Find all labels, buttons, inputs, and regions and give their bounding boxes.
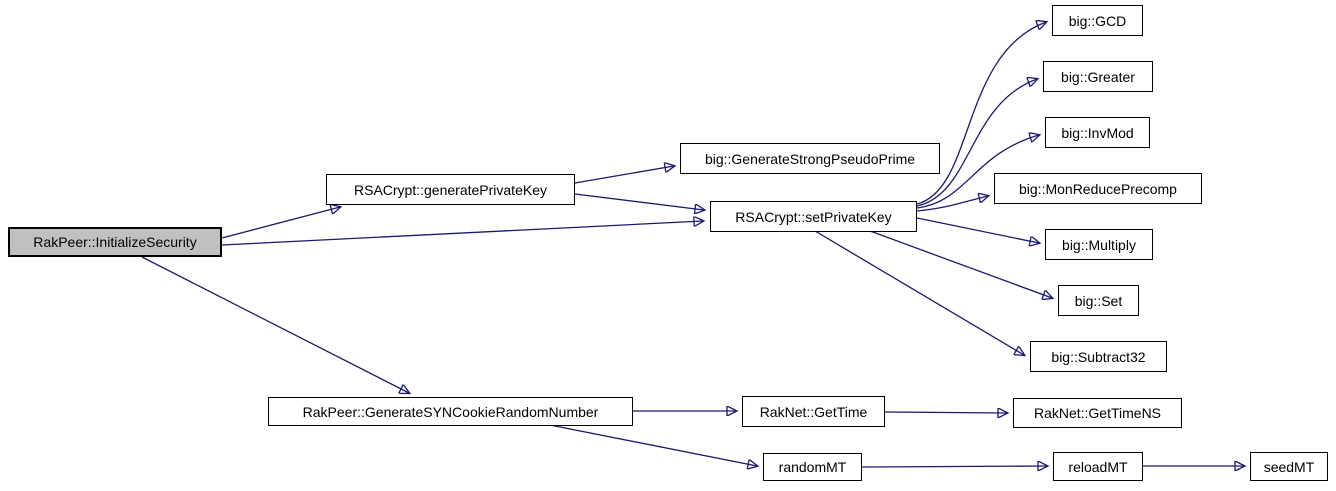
node-label: RakPeer::InitializeSecurity xyxy=(33,234,197,250)
node-big-set[interactable]: big::Set xyxy=(1058,285,1139,316)
node-raknet-gettimens[interactable]: RakNet::GetTimeNS xyxy=(1013,398,1182,428)
node-raknet-gettime[interactable]: RakNet::GetTime xyxy=(742,396,885,427)
edge-generateprivatekey-pseudoprime xyxy=(574,166,674,184)
node-label: big::Multiply xyxy=(1062,236,1136,253)
node-label: RSACrypt::setPrivateKey xyxy=(735,208,892,225)
node-label: reloadMT xyxy=(1068,458,1128,475)
edge-setprivatekey-subtract32 xyxy=(814,230,1024,355)
edge-setprivatekey-multiply xyxy=(916,217,1039,243)
node-reloadmt[interactable]: reloadMT xyxy=(1053,452,1143,481)
edge-gettime-gettimens xyxy=(884,412,1007,413)
node-big-multiply[interactable]: big::Multiply xyxy=(1045,229,1153,260)
node-label: big::Set xyxy=(1074,292,1123,309)
node-label: big::MonReducePrecomp xyxy=(1019,180,1177,197)
node-label: big::GCD xyxy=(1068,12,1127,29)
edge-setprivatekey-set xyxy=(869,230,1052,298)
edge-setprivatekey-gcd xyxy=(916,22,1046,205)
edge-initializesecurity-generateprivatekey xyxy=(221,207,340,239)
node-label: seedMT xyxy=(1263,458,1315,475)
node-randommt[interactable]: randomMT xyxy=(763,453,862,481)
edge-generatesyncookie-randommt xyxy=(549,424,757,466)
node-big-greater[interactable]: big::Greater xyxy=(1043,61,1153,92)
node-label: big::InvMod xyxy=(1061,124,1134,141)
node-big-invmod[interactable]: big::InvMod xyxy=(1045,117,1150,148)
edge-generateprivatekey-setprivatekey xyxy=(574,193,704,210)
node-rakpeer-generatesyncookierandomnumber[interactable]: RakPeer::GenerateSYNCookieRandomNumber xyxy=(268,397,633,426)
node-big-generatestrongpseudoprime[interactable]: big::GenerateStrongPseudoPrime xyxy=(680,143,940,174)
edge-setprivatekey-greater xyxy=(916,79,1037,207)
edge-randommt-reloadmt xyxy=(861,466,1047,467)
node-big-subtract32[interactable]: big::Subtract32 xyxy=(1030,341,1167,372)
node-big-gcd[interactable]: big::GCD xyxy=(1052,5,1143,36)
node-label: big::GenerateStrongPseudoPrime xyxy=(704,150,916,167)
node-label: RSACrypt::generatePrivateKey xyxy=(354,181,547,198)
node-big-monreduceprecomp[interactable]: big::MonReducePrecomp xyxy=(994,173,1202,204)
node-label: randomMT xyxy=(778,459,847,475)
node-rsacrypt-generateprivatekey[interactable]: RSACrypt::generatePrivateKey xyxy=(326,174,575,205)
edge-initializesecurity-generatesyncookie xyxy=(141,256,409,393)
edge-initializesecurity-setprivatekey xyxy=(221,221,703,246)
node-rakpeer-initializesecurity: RakPeer::InitializeSecurity xyxy=(8,227,222,257)
node-rsacrypt-setprivatekey[interactable]: RSACrypt::setPrivateKey xyxy=(710,201,917,232)
node-label: big::Subtract32 xyxy=(1051,348,1146,365)
node-seedmt[interactable]: seedMT xyxy=(1250,452,1328,481)
edge-setprivatekey-monreduceprecomp xyxy=(916,196,988,212)
edge-setprivatekey-invmod xyxy=(916,135,1039,209)
node-label: RakNet::GetTimeNS xyxy=(1033,405,1162,421)
node-label: RakPeer::GenerateSYNCookieRandomNumber xyxy=(302,403,599,420)
node-label: RakNet::GetTime xyxy=(759,403,868,420)
node-label: big::Greater xyxy=(1061,68,1135,85)
